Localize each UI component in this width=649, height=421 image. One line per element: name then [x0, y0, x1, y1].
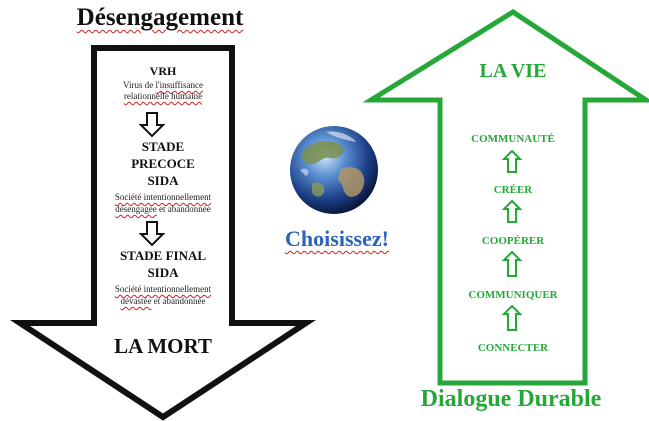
up-arrow-icon [501, 250, 523, 277]
ascent-arrow-outline [362, 9, 649, 386]
vrh-description-line2: relationnelle humaine [123, 91, 203, 101]
stade-precoce-line2: PRECOCE [131, 156, 195, 171]
stade-precoce-line3: SIDA [147, 173, 179, 188]
descent-arrow-outline [9, 45, 317, 421]
left-title: Désengagement [76, 4, 244, 31]
up-arrow-icon [501, 199, 523, 223]
step-cooperer: COOPÉRER [481, 235, 545, 247]
step-connecter: CONNECTER [477, 342, 549, 354]
stade-precoce-line1: STADE [141, 139, 185, 154]
earth-globe-icon [290, 126, 378, 214]
death-label: LA MORT [114, 334, 212, 358]
choose-label: Choisissez! [285, 226, 389, 251]
vrh-title: VRH [149, 64, 177, 78]
right-title: Dialogue Durable [420, 386, 602, 412]
stade-precoce-description-line1: Société intentionnellement [114, 192, 212, 202]
stade-final-description-line2: dévastée et abandonnée [120, 296, 206, 306]
down-arrow-icon [138, 112, 166, 138]
stade-final-line1: STADE FINAL [119, 248, 207, 263]
life-label: LA VIE [479, 60, 547, 82]
stade-precoce-description-line2: désengagée et abandonnée [115, 204, 211, 214]
stade-final-line2: SIDA [147, 265, 179, 280]
stade-final-description-line1: Société intentionnellement [114, 284, 212, 294]
up-arrow-icon [501, 304, 523, 331]
step-communaute: COMMUNAUTÉ [471, 133, 555, 145]
step-creer: CRÉER [493, 184, 533, 196]
up-arrow-icon [501, 149, 523, 173]
step-communiquer: COMMUNIQUER [468, 289, 558, 301]
vrh-description-line1: Virus de l'insuffisance [123, 80, 203, 90]
down-arrow-icon [138, 221, 166, 247]
